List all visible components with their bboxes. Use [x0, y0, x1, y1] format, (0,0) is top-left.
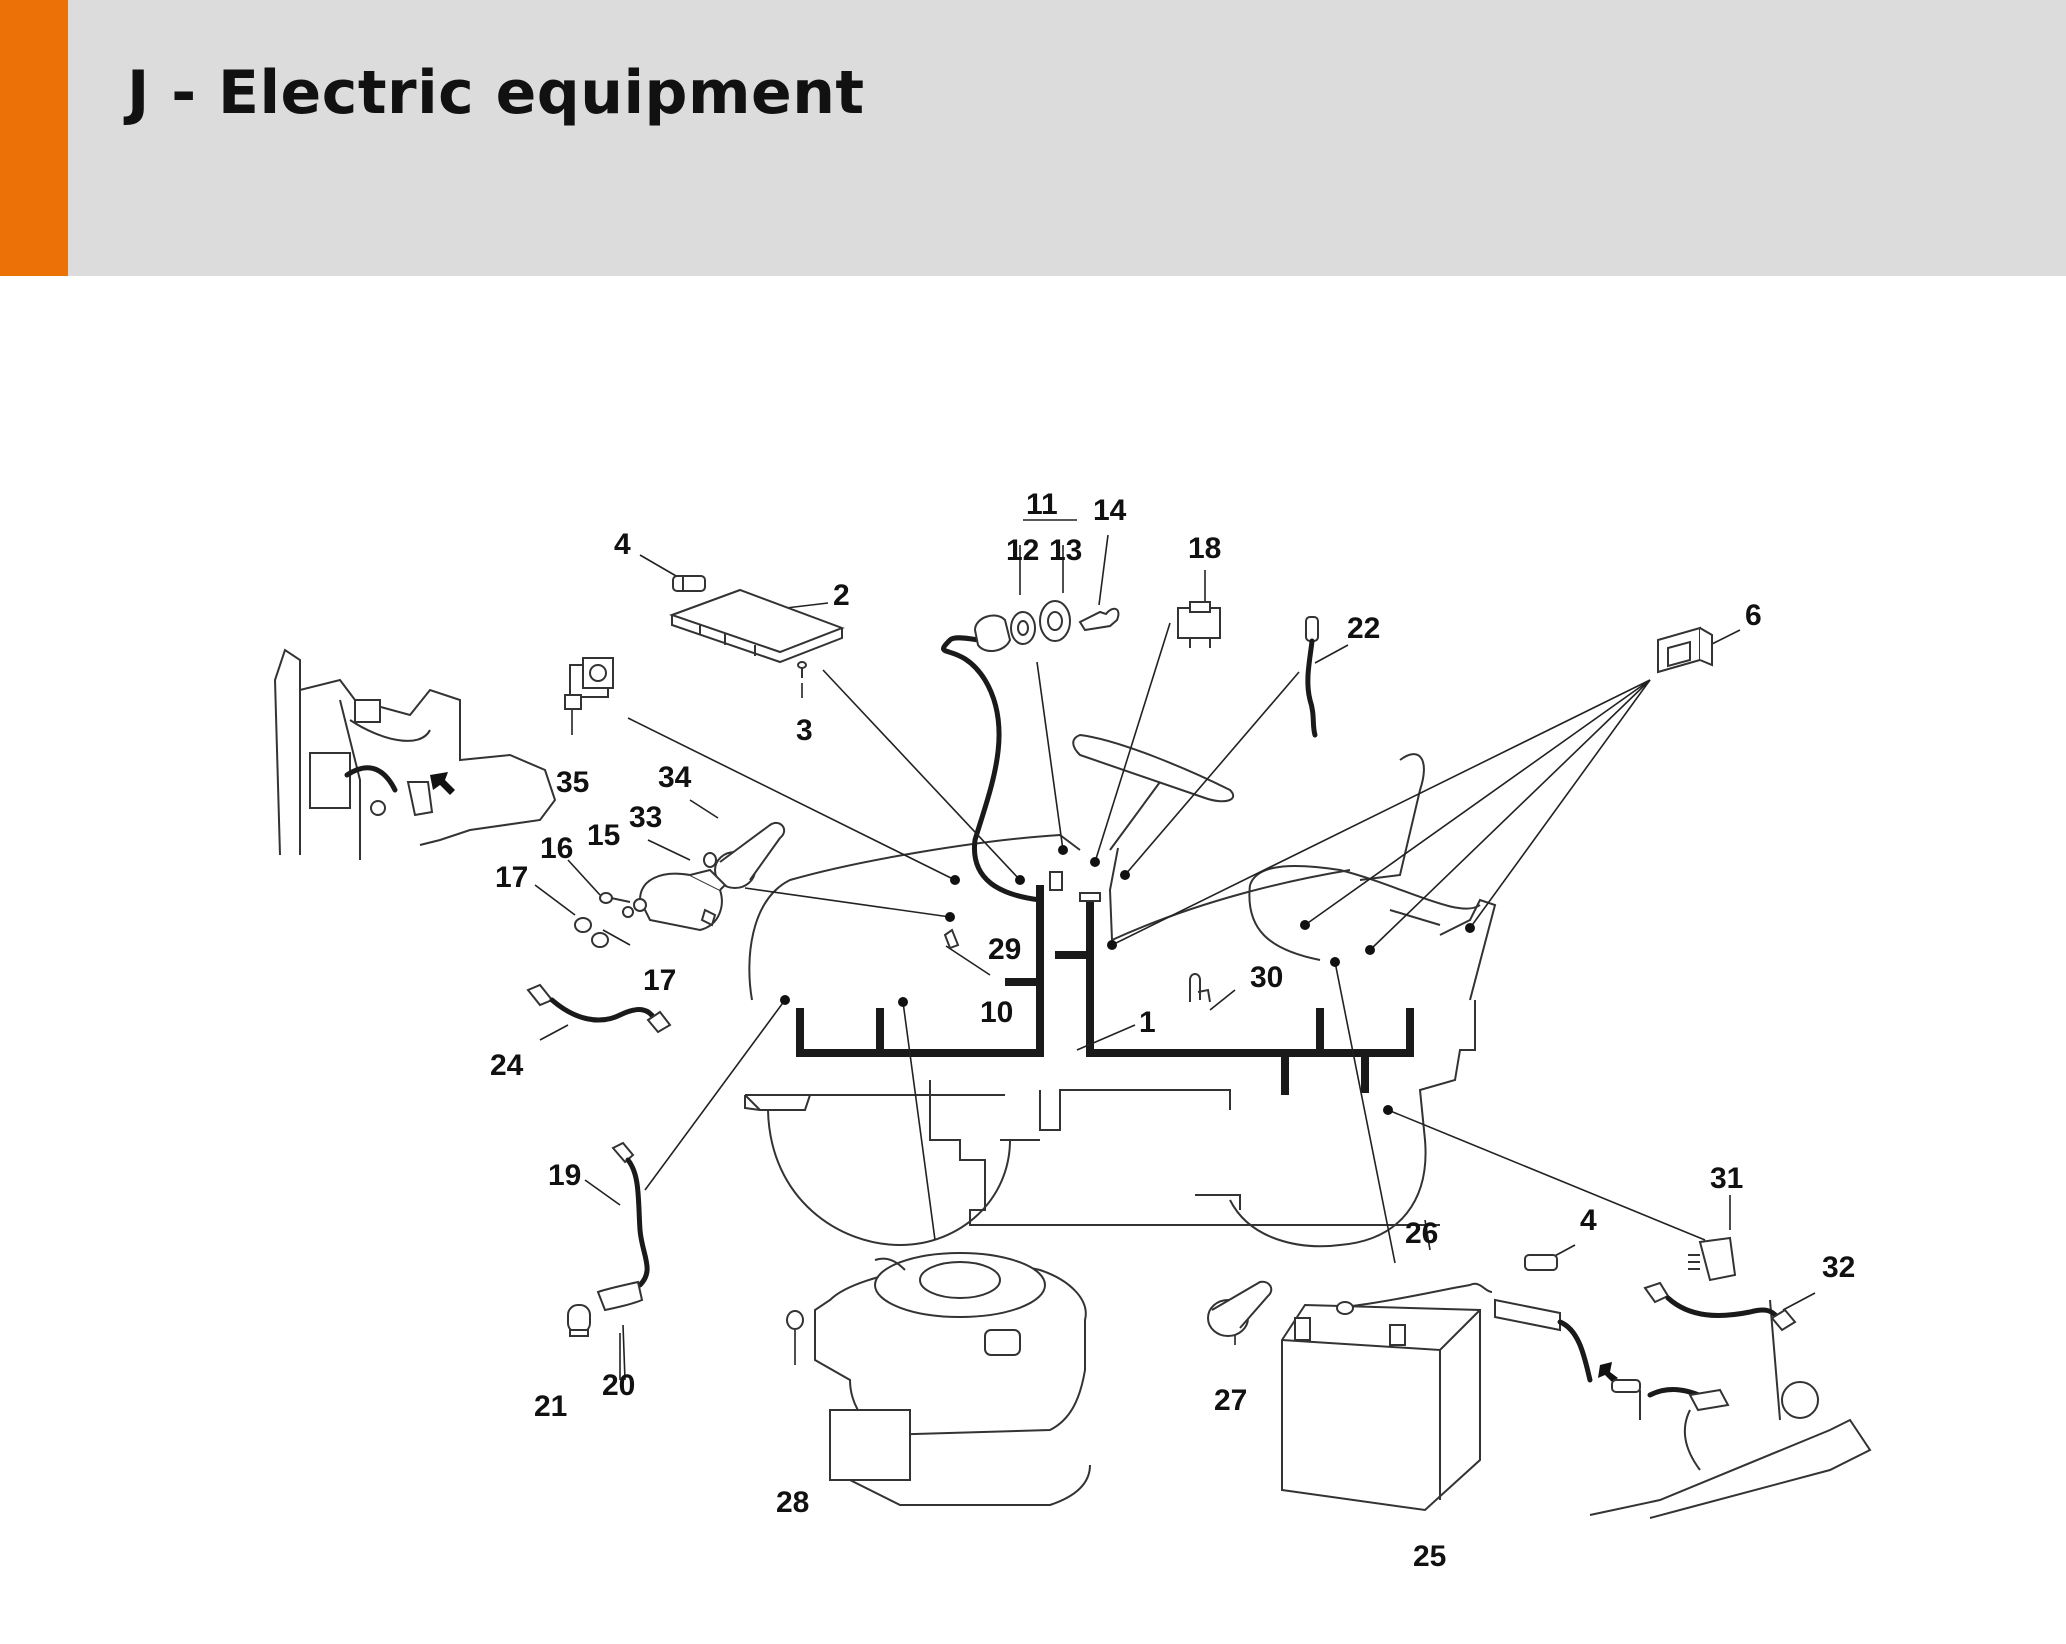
callout-4: 4: [1580, 1204, 1597, 1237]
page-header: J - Electric equipment: [0, 0, 2066, 276]
sensor-cable: [1305, 616, 1319, 738]
rocker-switch: [1177, 601, 1221, 648]
callout-13: 13: [1049, 534, 1082, 567]
screw-16: [599, 892, 631, 904]
callout-22: 22: [1347, 612, 1380, 645]
nut: [703, 852, 717, 868]
callout-1: 1: [1139, 1006, 1156, 1039]
callout-12: 12: [1006, 534, 1039, 567]
callout-17: 17: [495, 861, 528, 894]
callout-29: 29: [988, 933, 1021, 966]
fuse-box: [669, 588, 845, 664]
callout-18: 18: [1188, 532, 1221, 565]
callout-25: 25: [1413, 1540, 1446, 1573]
control-module: [1688, 1236, 1737, 1282]
plug-cap: [714, 821, 786, 889]
relay-mount-inset: [273, 648, 557, 860]
seat-switch: [1657, 626, 1713, 674]
terminal-cap: [1207, 1280, 1273, 1337]
callout-10: 10: [980, 996, 1013, 1029]
lamp-cable: [567, 1141, 650, 1337]
callout-30: 30: [1250, 961, 1283, 994]
battery-cable: [1336, 1282, 1593, 1383]
callout-16: 16: [540, 832, 573, 865]
callout-24: 24: [490, 1049, 524, 1082]
page-title: J - Electric equipment: [127, 58, 865, 128]
callout-27: 27: [1214, 1384, 1247, 1417]
callout-15: 15: [587, 819, 620, 852]
callout-11: 11: [1026, 488, 1058, 521]
callout-6: 6: [1745, 599, 1762, 632]
ignition-switch: [973, 600, 1120, 652]
callout-20: 20: [602, 1369, 635, 1402]
cable-clamp: [1189, 973, 1211, 1003]
callout-28: 28: [776, 1486, 809, 1519]
starter-solenoid: [622, 868, 727, 932]
jumper-cable: [526, 983, 672, 1034]
header-accent-bar: [0, 0, 68, 276]
battery: [1281, 1303, 1481, 1512]
callout-31: 31: [1710, 1162, 1743, 1195]
callout-35: 35: [556, 766, 589, 799]
callout-19: 19: [548, 1159, 581, 1192]
connector-cable: [1643, 1281, 1797, 1332]
callout-33: 33: [629, 801, 662, 834]
relay: [564, 657, 614, 710]
callout-2: 2: [833, 579, 850, 612]
fuse-top: [672, 575, 706, 592]
callout-26: 26: [1405, 1217, 1438, 1250]
cable-clip: [943, 928, 960, 950]
leader-lines: [534, 519, 1816, 1496]
connection-dots: [780, 845, 1475, 1115]
engine: [786, 1252, 1091, 1506]
callout-21: 21: [534, 1390, 567, 1423]
callout-14: 14: [1093, 494, 1127, 527]
callout-labels: 4 2 3 11 12 13 14 18 22 6 35 34 33 15 16…: [490, 488, 1855, 1573]
callout-32: 32: [1822, 1251, 1855, 1284]
wiring-harness: [796, 635, 1414, 1095]
callout-17: 17: [643, 964, 676, 997]
nuts-17: [574, 917, 609, 948]
callout-3: 3: [796, 714, 813, 747]
callout-34: 34: [658, 761, 692, 794]
fuse-holder-inset: [1589, 1299, 1872, 1519]
screw: [797, 661, 807, 678]
fuse-bottom: [1524, 1254, 1558, 1271]
callout-4: 4: [614, 528, 631, 561]
tractor-outline: [744, 733, 1497, 1248]
